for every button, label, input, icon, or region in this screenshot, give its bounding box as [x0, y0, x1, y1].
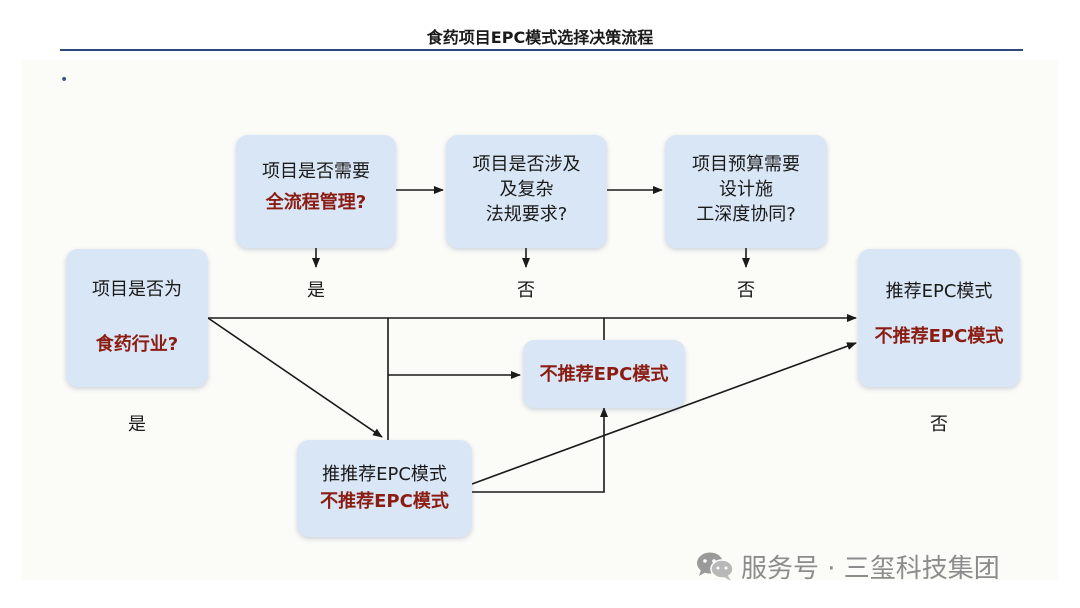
node-full-process-line1: 项目是否需要	[262, 161, 370, 182]
label-budget-no: 否	[737, 280, 755, 301]
page-title: 食药项目EPC模式选择决策流程	[426, 28, 654, 47]
label-full-process-yes: 是	[307, 280, 325, 301]
node-bottom-line1: 推推荐EPC模式	[322, 464, 447, 485]
node-food-industry-question: 项目是否为 食药行业?	[66, 249, 208, 387]
watermark: 服务号 · 三玺科技集团	[695, 548, 1000, 584]
arrow-bottom-to-result	[471, 342, 857, 485]
node-food-industry-line2: 食药行业?	[95, 334, 179, 355]
label-result-no: 否	[930, 414, 948, 435]
node-full-process-question: 项目是否需要 全流程管理?	[236, 135, 396, 248]
node-budget-line3: 工深度协同?	[696, 204, 796, 225]
label-regulation-no: 否	[517, 280, 535, 301]
node-recommendation-bottom: 推推荐EPC模式 不推荐EPC模式	[297, 440, 472, 537]
node-result-line2: 不推荐EPC模式	[874, 326, 1004, 347]
node-regulation-line3: 法规要求?	[485, 204, 568, 225]
arrow-bottom-to-middle	[472, 407, 608, 493]
node-budget-line2: 设计施	[719, 179, 773, 200]
node-budget-question: 项目预算需要 设计施 工深度协同?	[665, 135, 827, 248]
node-regulation-question: 项目是否涉及 及复杂 法规要求?	[446, 135, 607, 248]
watermark-text: 服务号 · 三玺科技集团	[741, 553, 1000, 584]
arrow-industry-to-bottom	[207, 317, 383, 438]
title-divider	[60, 49, 1023, 51]
node-bottom-line2: 不推荐EPC模式	[320, 491, 449, 512]
node-result-line1: 推荐EPC模式	[885, 281, 993, 302]
label-industry-yes: 是	[128, 414, 146, 435]
node-regulation-line1: 项目是否涉及	[472, 154, 581, 175]
node-middle-line1: 不推荐EPC模式	[539, 364, 669, 385]
node-recommendation-result: 推荐EPC模式 不推荐EPC模式	[858, 249, 1020, 387]
node-budget-line1: 项目预算需要	[692, 154, 800, 175]
bullet-point: •	[60, 72, 69, 88]
wechat-icon	[697, 552, 734, 581]
node-not-recommended-middle: 不推荐EPC模式	[523, 340, 685, 408]
node-regulation-line2: 及复杂	[499, 179, 554, 200]
node-food-industry-line1: 项目是否为	[92, 279, 182, 300]
node-full-process-line2: 全流程管理?	[265, 192, 367, 213]
